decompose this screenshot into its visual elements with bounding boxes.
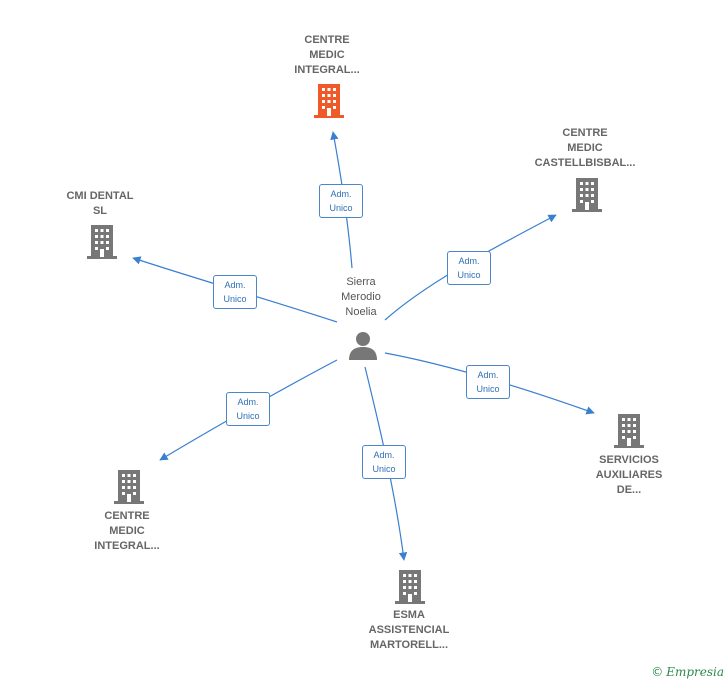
company-label-centre-medic-castellbisbal[interactable]: CENTRE MEDIC CASTELLBISBAL...: [534, 127, 636, 169]
edge-label-adm-unico: Adm. Unico: [319, 184, 363, 218]
edge-label-adm-unico: Adm. Unico: [466, 365, 510, 399]
watermark: ©Empresia: [651, 665, 724, 679]
building-icon[interactable]: [394, 570, 426, 604]
building-icon[interactable]: [571, 178, 603, 212]
person-label[interactable]: Sierra Merodio Noelia: [341, 276, 381, 318]
company-label-esma-assistencial[interactable]: ESMA ASSISTENCIAL MARTORELL...: [368, 609, 450, 651]
building-icon[interactable]: [86, 225, 118, 259]
company-label-servicios-auxiliares[interactable]: SERVICIOS AUXILIARES DE...: [595, 454, 663, 496]
edge-label-adm-unico: Adm. Unico: [362, 445, 406, 479]
person-icon[interactable]: [348, 330, 378, 360]
building-icon[interactable]: [113, 470, 145, 504]
company-label-centre-medic-integral-bottom[interactable]: CENTRE MEDIC INTEGRAL...: [94, 510, 160, 552]
company-label-centre-medic-integral-top[interactable]: CENTRE MEDIC INTEGRAL...: [294, 34, 360, 76]
edge-label-adm-unico: Adm. Unico: [226, 392, 270, 426]
building-icon[interactable]: [313, 84, 345, 118]
company-label-cmi-dental-sl[interactable]: CMI DENTAL SL: [66, 190, 134, 217]
building-icon[interactable]: [613, 414, 645, 448]
copyright-symbol: ©: [651, 665, 664, 679]
edge-label-adm-unico: Adm. Unico: [213, 275, 257, 309]
brand-logo: Empresia: [666, 665, 724, 679]
edge-label-adm-unico: Adm. Unico: [447, 251, 491, 285]
